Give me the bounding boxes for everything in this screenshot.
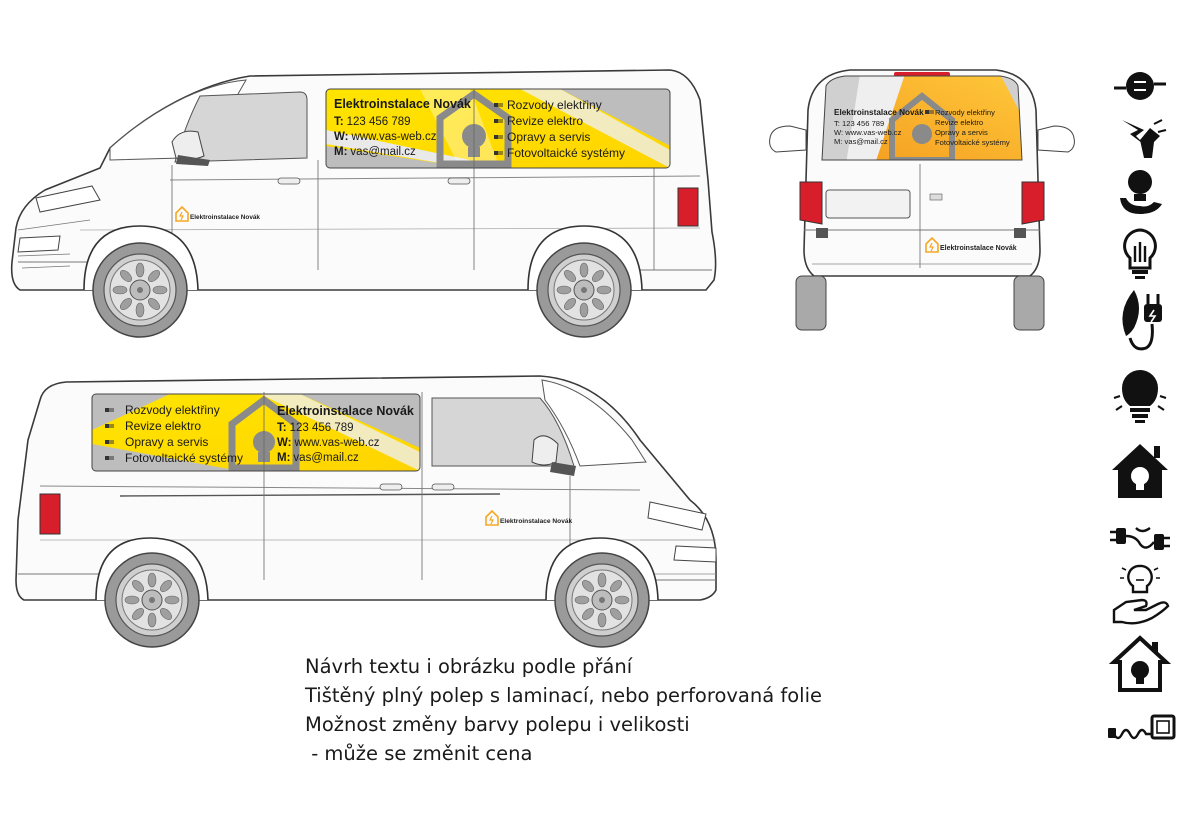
caption-line-1: Návrh textu i obrázku podle přání bbox=[305, 655, 633, 678]
lightbulb-hand-icon bbox=[1120, 170, 1162, 214]
body-company-name: Elektroinstalace Novák bbox=[190, 214, 260, 221]
caption-line-3: Možnost změny barvy polepu i velikosti bbox=[305, 713, 690, 736]
van-rear-view: Elektroinstalace Novák T: 123 456 789 W:… bbox=[769, 69, 1075, 331]
wall-socket-cable-icon bbox=[1108, 714, 1176, 740]
rear-window-service-4: Fotovoltaické systémy bbox=[935, 138, 1010, 147]
top-window-service-1: Rozvody elektřiny bbox=[507, 98, 602, 112]
rear-window-phone: T: 123 456 789 bbox=[834, 119, 884, 128]
icon-column bbox=[1108, 72, 1176, 740]
rear-window-service-1: Rozvody elektřiny bbox=[935, 108, 995, 117]
rear-window-service-2: Revize elektro bbox=[935, 118, 983, 127]
caption-line-2: Tištěný plný polep s laminací, nebo perf… bbox=[305, 684, 822, 707]
rear-window-service-3: Opravy a servis bbox=[935, 128, 988, 137]
lightbulb-filament-icon bbox=[1123, 228, 1157, 279]
rear-window-company-name: Elektroinstalace Novák bbox=[834, 108, 924, 117]
hand-lightning-bolt-icon bbox=[1122, 119, 1167, 158]
caption-line-4: - může se změnit cena bbox=[305, 742, 533, 765]
top-window-phone: T:123 456 789 bbox=[334, 116, 411, 128]
bottom-window-mail: M:vas@mail.cz bbox=[277, 452, 359, 464]
van-side-left-view: Elektroinstalace Novák Elektroinstalace … bbox=[10, 69, 717, 338]
rear-body-company-name: Elektroinstalace Novák bbox=[940, 245, 1017, 252]
bottom-window-phone: T:123 456 789 bbox=[277, 422, 354, 434]
top-window-mail: M:vas@mail.cz bbox=[334, 146, 416, 158]
house-lightbulb-icon bbox=[1112, 444, 1168, 498]
bottom-window-service-4: Fotovoltaické systémy bbox=[125, 451, 243, 465]
hand-holding-lightbulb-icon bbox=[1112, 564, 1170, 625]
top-window-company-name: Elektroinstalace Novák bbox=[334, 97, 471, 111]
rear-window-mail: M: vas@mail.cz bbox=[834, 137, 888, 146]
bottom-window-service-3: Opravy a servis bbox=[125, 435, 208, 449]
house-lightbulb-outline-icon bbox=[1108, 635, 1172, 692]
power-plug-globe-icon bbox=[1114, 72, 1166, 100]
top-window-web: W:www.vas-web.cz bbox=[334, 131, 437, 143]
bottom-window-service-1: Rozvody elektřiny bbox=[125, 403, 220, 417]
top-window-service-2: Revize elektro bbox=[507, 114, 583, 128]
bottom-window-company-name: Elektroinstalace Novák bbox=[277, 404, 414, 418]
top-window-service-4: Fotovoltaické systémy bbox=[507, 146, 625, 160]
van-side-right-view: Elektroinstalace Novák Rozvody elektřiny… bbox=[15, 375, 717, 648]
rear-window-web: W: www.vas-web.cz bbox=[834, 128, 902, 137]
offer-caption: Návrh textu i obrázku podle přání Tištěn… bbox=[305, 652, 945, 768]
bottom-window-service-2: Revize elektro bbox=[125, 419, 201, 433]
plug-socket-cable-icon bbox=[1110, 527, 1170, 550]
top-window-service-3: Opravy a servis bbox=[507, 130, 590, 144]
body-company-name-right: Elektroinstalace Novák bbox=[500, 518, 573, 525]
bottom-window-web: W:www.vas-web.cz bbox=[277, 437, 380, 449]
lightbulb-glow-icon bbox=[1113, 370, 1167, 423]
leaf-plug-icon bbox=[1122, 290, 1162, 351]
